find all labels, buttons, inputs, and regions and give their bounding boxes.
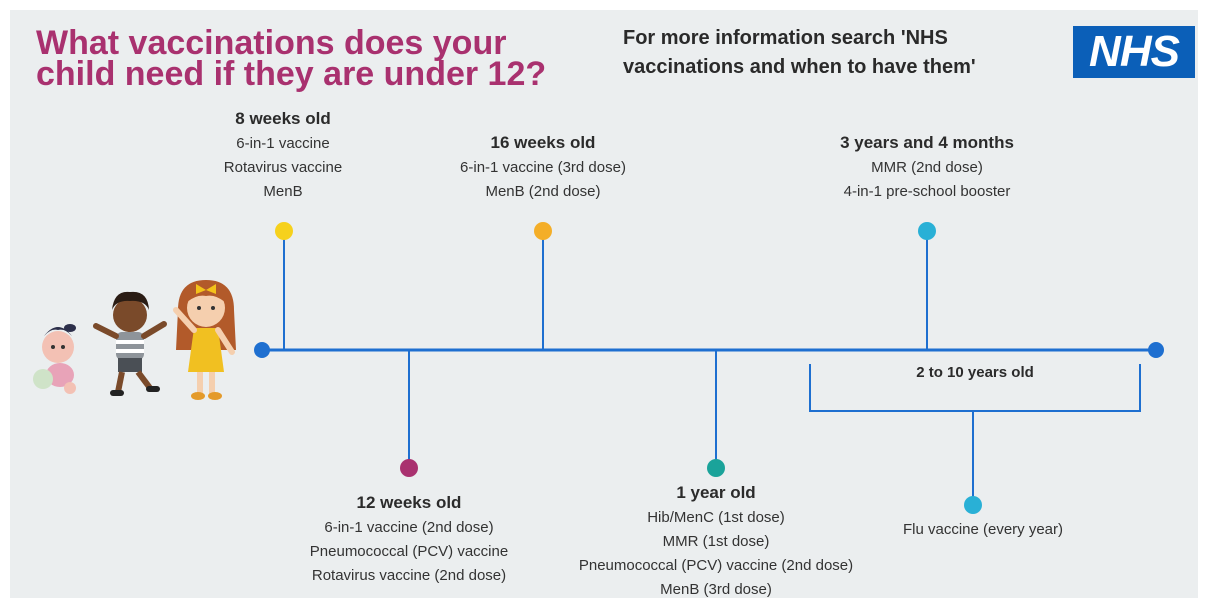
vaccine-item: MMR (1st dose) <box>662 533 770 550</box>
vaccine-item: Pneumococcal (PCV) vaccine (2nd dose) <box>578 557 854 574</box>
vaccine-item: Rotavirus vaccine (2nd dose) <box>311 567 507 584</box>
baby-figure-icon <box>33 324 76 394</box>
vaccine-item: Flu vaccine (every year) <box>902 521 1064 538</box>
milestone-12-weeks: 12 weeks old 6-in-1 vaccine (2nd dose) P… <box>274 490 544 588</box>
flu-vaccine-label: Flu vaccine (every year) <box>863 518 1103 542</box>
milestone-heading: 16 weeks old <box>490 133 596 152</box>
milestone-heading: 8 weeks old <box>235 109 331 128</box>
boy-figure-icon <box>93 291 167 396</box>
children-illustration <box>33 280 236 400</box>
vaccine-item: Hib/MenC (1st dose) <box>647 509 785 526</box>
milestone-16-weeks: 16 weeks old 6-in-1 vaccine (3rd dose) M… <box>418 130 668 204</box>
vaccine-item: 6-in-1 vaccine <box>236 135 330 152</box>
vaccine-item: MenB <box>263 183 303 200</box>
marker-16-weeks <box>534 222 552 240</box>
milestone-1-year: 1 year old Hib/MenC (1st dose) MMR (1st … <box>546 480 886 598</box>
marker-1-year <box>707 459 725 477</box>
girl-figure-icon <box>173 280 236 400</box>
infographic-canvas: What vaccinations does your child need i… <box>10 10 1198 598</box>
milestone-heading: 3 years and 4 months <box>840 133 1014 152</box>
vaccine-item: MenB (2nd dose) <box>485 183 601 200</box>
vaccine-item: MMR (2nd dose) <box>871 159 983 176</box>
vaccine-item: Rotavirus vaccine <box>223 159 343 176</box>
vaccine-item: 6-in-1 vaccine (3rd dose) <box>460 159 626 176</box>
vaccine-item: 6-in-1 vaccine (2nd dose) <box>324 519 494 536</box>
vaccine-item: MenB (3rd dose) <box>660 581 772 598</box>
age-band-bracket <box>809 364 1141 412</box>
milestone-heading: 1 year old <box>676 483 756 502</box>
title-line-2: child need if they are under 12? <box>36 55 547 93</box>
age-band-label: 2 to 10 years old <box>916 364 1034 381</box>
timeline-end-dot <box>1148 342 1164 358</box>
page-title: What vaccinations does your child need i… <box>36 24 596 93</box>
timeline-diagram <box>33 222 1164 514</box>
milestone-3-years-4-months: 3 years and 4 months MMR (2nd dose) 4-in… <box>797 130 1057 204</box>
vaccine-item: 4-in-1 pre-school booster <box>843 183 1011 200</box>
title-line-1: What vaccinations does your <box>36 24 507 62</box>
marker-3-years <box>918 222 936 240</box>
info-line-1: For more information search 'NHS <box>623 27 948 49</box>
milestone-8-weeks: 8 weeks old 6-in-1 vaccine Rotavirus vac… <box>183 106 383 204</box>
marker-12-weeks <box>400 459 418 477</box>
info-line-2: vaccinations and when to have them' <box>623 56 976 78</box>
more-info-text: For more information search 'NHS vaccina… <box>623 24 1063 82</box>
milestone-heading: 12 weeks old <box>356 493 462 512</box>
marker-flu <box>964 496 982 514</box>
marker-8-weeks <box>275 222 293 240</box>
nhs-logo: NHS <box>1073 26 1195 78</box>
timeline-start-dot <box>254 342 270 358</box>
vaccine-item: Pneumococcal (PCV) vaccine <box>309 543 509 560</box>
